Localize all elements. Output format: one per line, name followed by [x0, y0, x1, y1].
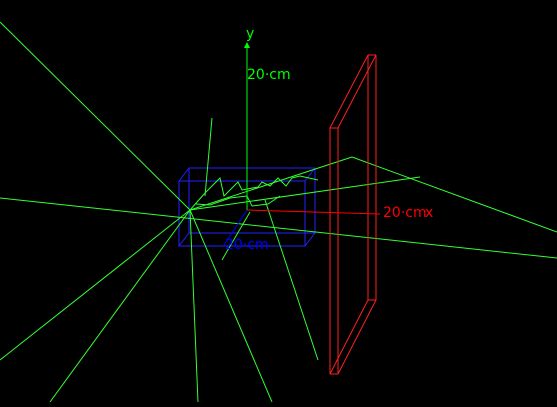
box-back-face [188, 167, 316, 234]
box-edge [178, 167, 190, 182]
track-jagged [189, 175, 319, 211]
x-axis-name: x [425, 205, 433, 221]
track-line [204, 117, 213, 197]
axes [223, 42, 381, 246]
y-axis-name: y [246, 26, 254, 42]
x-axis-line [246, 209, 381, 215]
plane-back [337, 54, 377, 375]
track-line [351, 156, 557, 233]
track-line [264, 199, 319, 361]
track-line [189, 156, 353, 211]
z-axis-line [223, 209, 248, 246]
track-jagged [195, 195, 281, 207]
track-line [0, 209, 191, 361]
track-line [0, 21, 191, 211]
track-line [189, 176, 421, 211]
particle-tracks [0, 21, 557, 403]
x-axis-length-label: 20·cm [383, 205, 427, 221]
box-edge [178, 232, 190, 247]
track-line [49, 209, 191, 403]
track-line [189, 209, 199, 403]
box-edge [304, 232, 316, 247]
y-axis-arrow-icon [244, 42, 250, 48]
track-line [189, 209, 273, 403]
z-axis-length-label: 20·cm [225, 237, 269, 253]
detector-plane [329, 54, 377, 375]
track-line [0, 197, 557, 259]
y-axis-length-label: 20·cm [247, 67, 291, 83]
track-line [221, 211, 251, 261]
